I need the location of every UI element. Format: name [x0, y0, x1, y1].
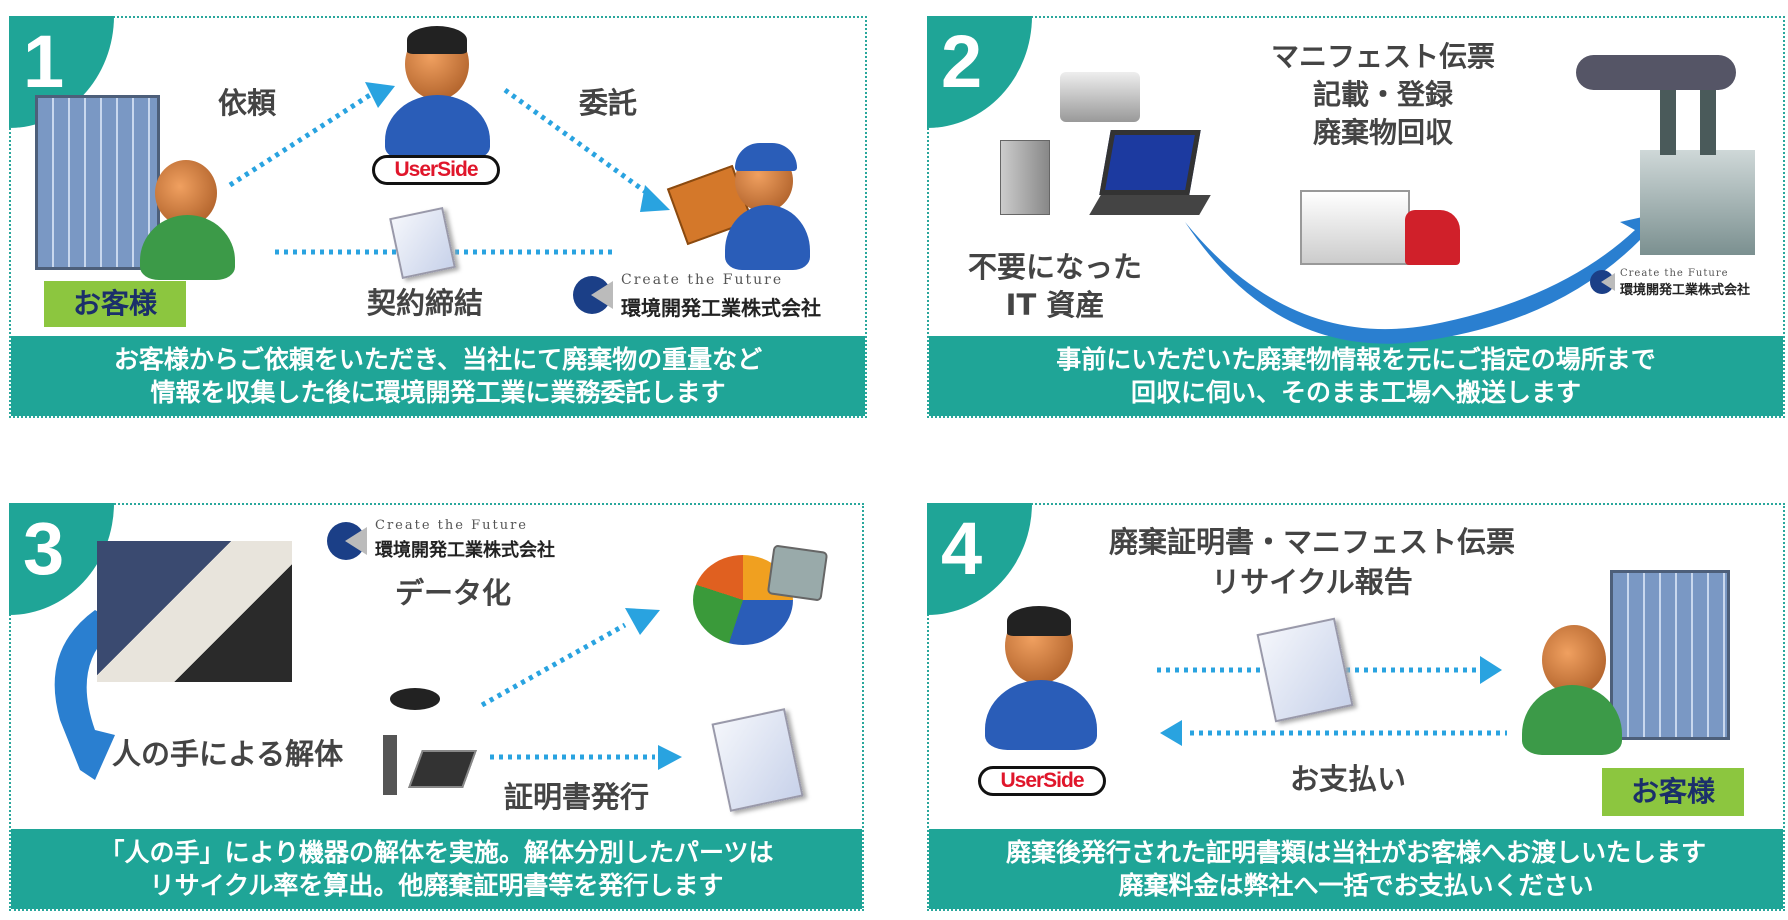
laptop-icon — [1099, 130, 1201, 195]
parts-icon — [390, 688, 440, 710]
company-mark-icon — [573, 276, 611, 314]
userside-logo: UserSide — [372, 155, 500, 185]
laptop-base — [1089, 195, 1211, 215]
customer-label: お客様 — [1602, 768, 1744, 816]
building-icon — [35, 95, 160, 270]
person-body — [725, 205, 810, 270]
factory-chimney — [1660, 85, 1676, 155]
step-caption: 事前にいただいた廃棄物情報を元にご指定の場所まで回収に伺い、そのまま工場へ搬送し… — [929, 336, 1783, 416]
factory-icon — [1640, 150, 1755, 255]
arrow-head — [625, 608, 660, 635]
person-body — [1522, 685, 1622, 755]
printer-icon — [1060, 72, 1140, 122]
person-body — [140, 215, 235, 280]
outsource-label: 委託 — [579, 86, 638, 120]
arrow-head — [1480, 656, 1502, 684]
disassembly-label: 人の手による解体 — [112, 737, 344, 771]
calculator-icon — [766, 544, 829, 602]
arrow-head — [365, 82, 395, 108]
report-title: 廃棄証明書・マニフェスト伝票リサイクル報告 — [1108, 525, 1515, 599]
company-logo: Create the Future 環境開発工業株式会社 — [1590, 268, 1775, 302]
smoke — [1576, 55, 1736, 90]
hair — [407, 26, 467, 54]
certificate-label: 証明書発行 — [504, 780, 650, 814]
arrow-head — [658, 745, 682, 770]
company-logo: Create the Future 環境開発工業株式会社 — [327, 518, 597, 566]
parts-icon — [383, 735, 397, 795]
truck-icon — [1300, 190, 1410, 265]
person-body — [985, 680, 1097, 750]
arrow-head — [640, 185, 670, 212]
step-caption: 廃棄後発行された証明書類は当社がお客様へお渡しいたします廃棄料金は弊社へ一括でお… — [929, 829, 1783, 909]
truck-cab — [1405, 210, 1460, 265]
person-body — [385, 95, 490, 160]
disassembly-photo — [97, 541, 292, 682]
factory-chimney — [1700, 75, 1716, 155]
arrow-head — [1160, 720, 1182, 746]
userside-logo: UserSide — [978, 766, 1106, 796]
curved-arrow — [54, 610, 120, 780]
company-mark-icon — [327, 522, 365, 560]
server-icon — [1000, 140, 1050, 215]
manifest-title: マニフェスト伝票記載・登録廃棄物回収 — [1270, 40, 1495, 149]
contract-label: 契約締結 — [367, 286, 484, 320]
building-icon — [1610, 570, 1730, 740]
request-label: 依頼 — [218, 86, 277, 120]
step-caption: 「人の手」により機器の解体を実施。解体分別したパーツはリサイクル率を算出。他廃棄… — [11, 829, 862, 909]
curved-arrow — [1185, 212, 1665, 344]
step-caption: お客様からご依頼をいただき、当社にて廃棄物の重量など情報を収集した後に環境開発工… — [11, 336, 865, 416]
payment-label: お支払い — [1290, 762, 1407, 796]
company-mark-icon — [1590, 270, 1614, 294]
hair — [1007, 606, 1071, 636]
worker-cap — [735, 143, 797, 171]
customer-person-icon — [1542, 625, 1606, 695]
company-logo: Create the Future 環境開発工業株式会社 — [573, 272, 863, 326]
customer-label: お客様 — [44, 281, 186, 327]
data-label: データ化 — [395, 576, 512, 610]
